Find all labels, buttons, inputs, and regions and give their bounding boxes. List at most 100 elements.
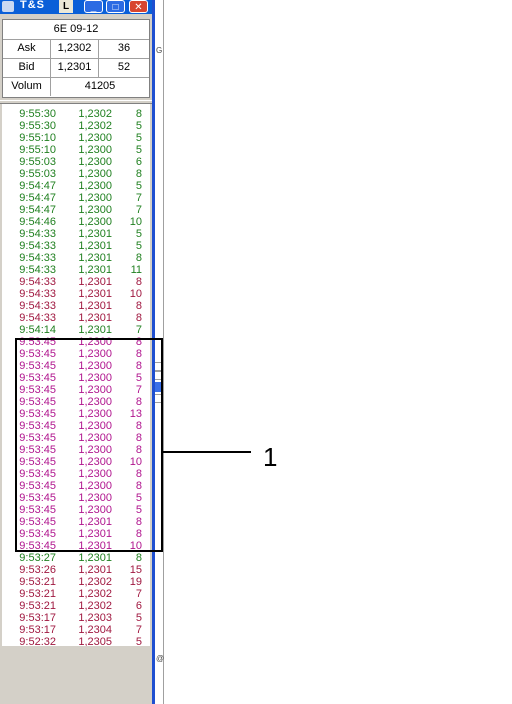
trade-time: 9:55:30 [19,120,56,132]
trade-time: 9:53:45 [19,384,56,396]
trade-time: 9:54:47 [19,192,56,204]
trade-time: 9:54:47 [19,204,56,216]
trade-price: 1,2300 [78,444,112,456]
trade-price: 1,2302 [78,600,112,612]
trade-size: 8 [135,396,142,408]
trade-time: 9:53:17 [19,624,56,636]
app-icon [2,1,14,12]
trade-time: 9:54:33 [19,252,56,264]
bid-price: 1,2301 [51,58,99,77]
trade-price: 1,2300 [78,492,112,504]
close-button[interactable]: ✕ [129,0,148,13]
trade-time: 9:55:03 [19,156,56,168]
trade-row: 9:55:10 1,2300 5 [2,132,150,144]
trade-time: 9:53:45 [19,360,56,372]
trade-price: 1,2300 [78,168,112,180]
ask-row: Ask 1,2302 36 [3,39,149,59]
trade-size: 11 [130,264,142,276]
trade-size: 8 [135,516,142,528]
trade-price: 1,2300 [78,432,112,444]
trade-size: 5 [135,144,142,156]
trade-price: 1,2301 [78,252,112,264]
quote-panel: 6E 09-12 Ask 1,2302 36 Bid 1,2301 52 Vol… [2,19,150,98]
trade-time: 9:53:45 [19,432,56,444]
trade-time: 9:53:45 [19,348,56,360]
symbol-label: 6E 09-12 [53,23,99,35]
trade-size: 8 [135,528,142,540]
trade-price: 1,2305 [78,636,112,648]
trade-time: 9:52:32 [19,636,56,648]
title-bar[interactable]: T&S L _ □ ✕ [0,0,152,14]
trade-size: 5 [135,120,142,132]
trade-time: 9:54:33 [19,276,56,288]
trade-size: 5 [135,132,142,144]
highlight-box [15,338,163,552]
trade-price: 1,2301 [78,540,112,552]
bid-label: Bid [3,58,51,77]
trade-price: 1,2302 [78,108,112,120]
window-border [152,0,155,704]
trade-price: 1,2301 [78,552,112,564]
trade-size: 7 [135,624,142,636]
symbol-row: 6E 09-12 [3,20,149,40]
trade-time: 9:53:45 [19,504,56,516]
trade-price: 1,2300 [78,360,112,372]
trade-time: 9:54:33 [19,312,56,324]
trade-size: 13 [129,408,142,420]
trade-price: 1,2300 [78,504,112,516]
trade-price: 1,2301 [78,516,112,528]
trade-row: 9:54:33 1,2301 8 [2,252,150,264]
trade-time: 9:54:33 [19,240,56,252]
edge-selected-cell [155,382,163,392]
panel-splitter[interactable] [0,100,152,104]
trade-time: 9:53:45 [19,408,56,420]
maximize-button[interactable]: □ [106,0,125,13]
trade-time: 9:53:45 [19,492,56,504]
trade-size: 8 [135,168,142,180]
trade-size: 5 [135,492,142,504]
trade-size: 5 [135,240,142,252]
trade-price: 1,2301 [78,276,112,288]
trade-price: 1,2302 [78,588,112,600]
trade-price: 1,2300 [78,156,112,168]
empty-area [0,646,152,704]
link-tab[interactable]: L [59,0,73,13]
trade-time: 9:55:10 [19,144,56,156]
ask-label: Ask [3,39,51,58]
trade-price: 1,2301 [78,312,112,324]
trade-price: 1,2300 [78,216,112,228]
trade-price: 1,2301 [78,564,112,576]
trade-price: 1,2300 [78,456,112,468]
trade-size: 19 [129,576,142,588]
trade-size: 6 [135,600,142,612]
trade-size: 10 [129,456,142,468]
trade-time: 9:55:10 [19,132,56,144]
trade-size: 8 [135,252,142,264]
trade-price: 1,2300 [78,348,112,360]
minimize-button[interactable]: _ [84,0,103,13]
side-text-bottom: @ [156,654,165,663]
ask-price: 1,2302 [51,39,99,58]
trade-price: 1,2301 [78,324,112,336]
trade-time: 9:53:45 [19,528,56,540]
trade-size: 5 [135,180,142,192]
trade-price: 1,2300 [78,132,112,144]
trade-time: 9:54:33 [19,264,56,276]
trade-size: 5 [135,636,142,648]
